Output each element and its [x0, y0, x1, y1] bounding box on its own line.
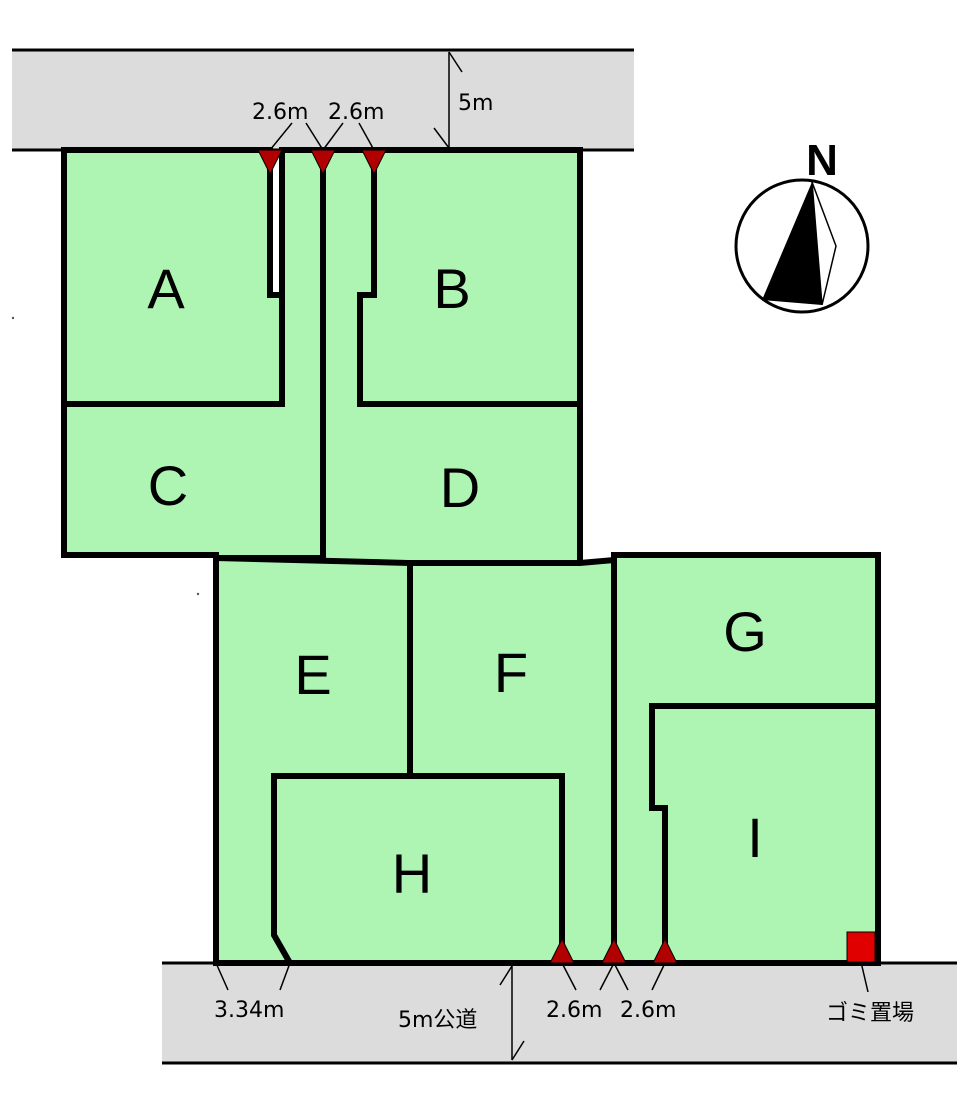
- south-road-width-arrow: [499, 965, 513, 986]
- garbage-area: [846, 931, 876, 963]
- south-driveway-dim-1: 2.6m: [546, 998, 602, 1023]
- south-dim-leader: [613, 962, 629, 991]
- south-road-width-arrow: [511, 1040, 525, 1061]
- north-road: [12, 50, 634, 150]
- north-road-width-label: 5m: [458, 91, 493, 116]
- lot-label-e: E: [294, 643, 331, 706]
- north-dim-leader: [269, 122, 293, 151]
- lot-i: [649, 703, 881, 966]
- lot-label-i: I: [747, 806, 763, 869]
- lot-label-h: H: [392, 842, 432, 905]
- north-dim-leader: [358, 122, 375, 151]
- south-frontage-leader: [215, 962, 229, 991]
- garbage-label: ゴミ置場: [826, 1001, 914, 1026]
- lot-label-d: D: [440, 456, 480, 519]
- stray-dot: [196, 592, 200, 596]
- lot-label-f: F: [494, 641, 528, 704]
- lot-label-g: G: [723, 600, 767, 663]
- south-road-name-label: 5m公道: [398, 1008, 477, 1033]
- south-dim-leader: [599, 962, 615, 991]
- north-road-width-arrow: [448, 51, 463, 73]
- garbage-leader-line: [860, 961, 869, 993]
- north-dim-leader: [305, 122, 324, 151]
- stray-dot: [11, 316, 15, 320]
- south-frontage-leader: [279, 962, 291, 991]
- lot-h: [271, 773, 565, 966]
- south-driveway-dim-2: 2.6m: [620, 998, 676, 1023]
- north-road-width-arrow: [433, 127, 450, 149]
- south-dim-leader: [651, 962, 666, 991]
- lot-label-a: A: [147, 257, 185, 320]
- north-compass-icon: N: [734, 136, 870, 314]
- north-dim-leader: [322, 122, 344, 151]
- north-driveway-dim-1: 2.6m: [252, 100, 308, 125]
- south-dim-leader: [561, 962, 577, 991]
- lot-label-b: B: [433, 257, 470, 320]
- lot-label-c: C: [148, 454, 188, 517]
- north-driveway-dim-2: 2.6m: [328, 100, 384, 125]
- south-road: [162, 963, 957, 1063]
- north-label: N: [806, 136, 838, 185]
- south-frontage-dim: 3.34m: [214, 998, 284, 1023]
